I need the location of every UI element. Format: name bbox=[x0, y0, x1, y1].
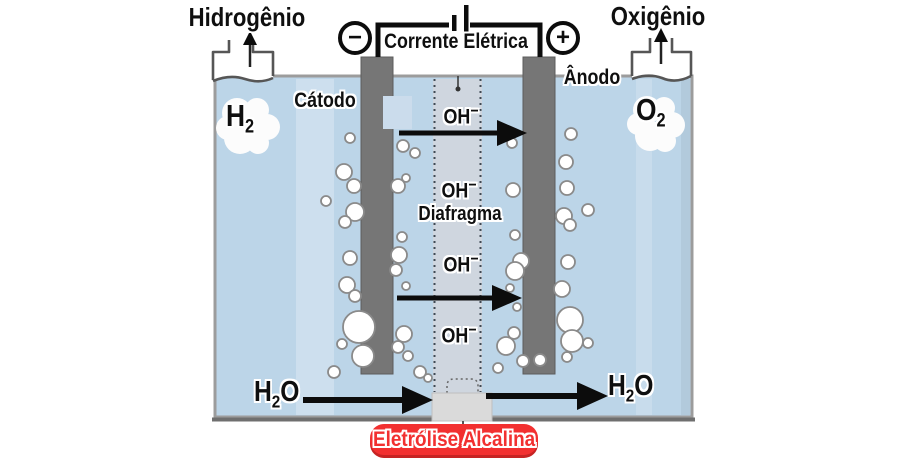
electric-current-label: Corrente Elétrica bbox=[384, 30, 528, 53]
h2-label: H2 bbox=[226, 98, 255, 138]
electrode-highlight-patch bbox=[383, 96, 412, 129]
h2o-label-right: H2O bbox=[608, 370, 654, 406]
hydrogen-outlet-funnel bbox=[211, 40, 275, 83]
anode-electrode bbox=[522, 56, 556, 375]
diaphragm-label: Diafragma bbox=[418, 203, 502, 225]
water-surface-wave bbox=[212, 75, 274, 83]
water-highlight-band bbox=[636, 79, 652, 415]
oxygen-outlet-funnel bbox=[630, 38, 693, 82]
cathode-label: Cátodo bbox=[294, 89, 356, 112]
battery-icon bbox=[452, 5, 469, 34]
h2o-label-left: H2O bbox=[254, 376, 300, 412]
anode-gas-bubbles bbox=[492, 127, 595, 374]
positive-terminal: + bbox=[546, 21, 580, 55]
water-surface-wave bbox=[631, 74, 692, 82]
cathode-gas-bubbles bbox=[320, 132, 433, 383]
oxygen-out-arrow bbox=[654, 28, 668, 64]
membrane-foot-dome bbox=[446, 378, 479, 393]
membrane-base-block bbox=[431, 392, 493, 422]
hydroxide-arrow-upper bbox=[399, 120, 527, 146]
title-badge: Eletrólise Alcalina bbox=[370, 424, 538, 455]
o2-label: O2 bbox=[636, 92, 666, 132]
oxygen-gas-title: Oxigênio bbox=[610, 1, 706, 31]
hydroxide-ion-label: OH− bbox=[443, 102, 479, 129]
hydroxide-ion-label: OH− bbox=[441, 176, 477, 203]
hydrogen-gas-title: Hidrogênio bbox=[188, 2, 306, 32]
hydroxide-arrow-lower bbox=[397, 285, 522, 311]
hydrogen-cloud bbox=[216, 98, 280, 154]
water-arrow-right bbox=[486, 382, 608, 410]
water-highlight-band bbox=[296, 79, 334, 415]
circuit-wire bbox=[375, 22, 543, 57]
hydroxide-ion-label: OH− bbox=[443, 250, 479, 277]
oxygen-cloud bbox=[627, 96, 685, 152]
water-shade-band bbox=[681, 79, 690, 415]
hydroxide-ion-label: OH− bbox=[441, 321, 477, 348]
negative-terminal: − bbox=[338, 21, 372, 55]
title-badge-text: Eletrólise Alcalina bbox=[372, 428, 536, 451]
hydrogen-out-arrow bbox=[243, 31, 257, 67]
water-arrow-left bbox=[303, 386, 433, 414]
anode-label: Ânodo bbox=[563, 66, 621, 89]
